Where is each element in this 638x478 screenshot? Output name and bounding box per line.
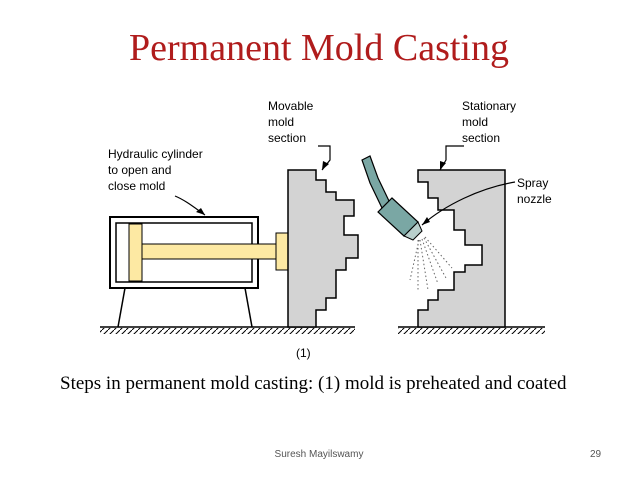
- spray-nozzle: [361, 155, 423, 241]
- piston-head: [128, 223, 143, 282]
- slide-title: Permanent Mold Casting: [129, 27, 509, 69]
- footer-author: Suresh Mayilswamy: [274, 449, 364, 460]
- ground-left: [100, 326, 355, 334]
- hydraulic-cylinder: [109, 216, 290, 328]
- page-number: 29: [590, 449, 602, 460]
- label-step-number: (1): [296, 346, 311, 360]
- label-movable-line2: mold: [268, 115, 294, 129]
- label-stationary-line1: Stationary: [462, 99, 516, 113]
- piston-rod: [141, 243, 281, 260]
- label-spray-line1: Spray: [517, 176, 548, 190]
- label-hydraulic-line3: close mold: [108, 179, 165, 193]
- ground-right: [398, 326, 545, 334]
- movable-mold-section: [287, 169, 359, 328]
- label-movable-line3: section: [268, 131, 306, 145]
- arrow-heads: [196, 161, 446, 225]
- slide-caption: Steps in permanent mold casting: (1) mol…: [60, 373, 567, 394]
- label-hydraulic-line2: to open and: [108, 163, 171, 177]
- label-spray-line2: nozzle: [517, 192, 552, 206]
- label-stationary-line3: section: [462, 131, 500, 145]
- label-stationary-line2: mold: [462, 115, 488, 129]
- label-movable-line1: Movable: [268, 99, 314, 113]
- rod-coupling: [275, 232, 290, 271]
- spray-mist: [409, 236, 453, 291]
- stationary-mold-section: [417, 169, 506, 328]
- label-hydraulic-line1: Hydraulic cylinder: [108, 147, 203, 161]
